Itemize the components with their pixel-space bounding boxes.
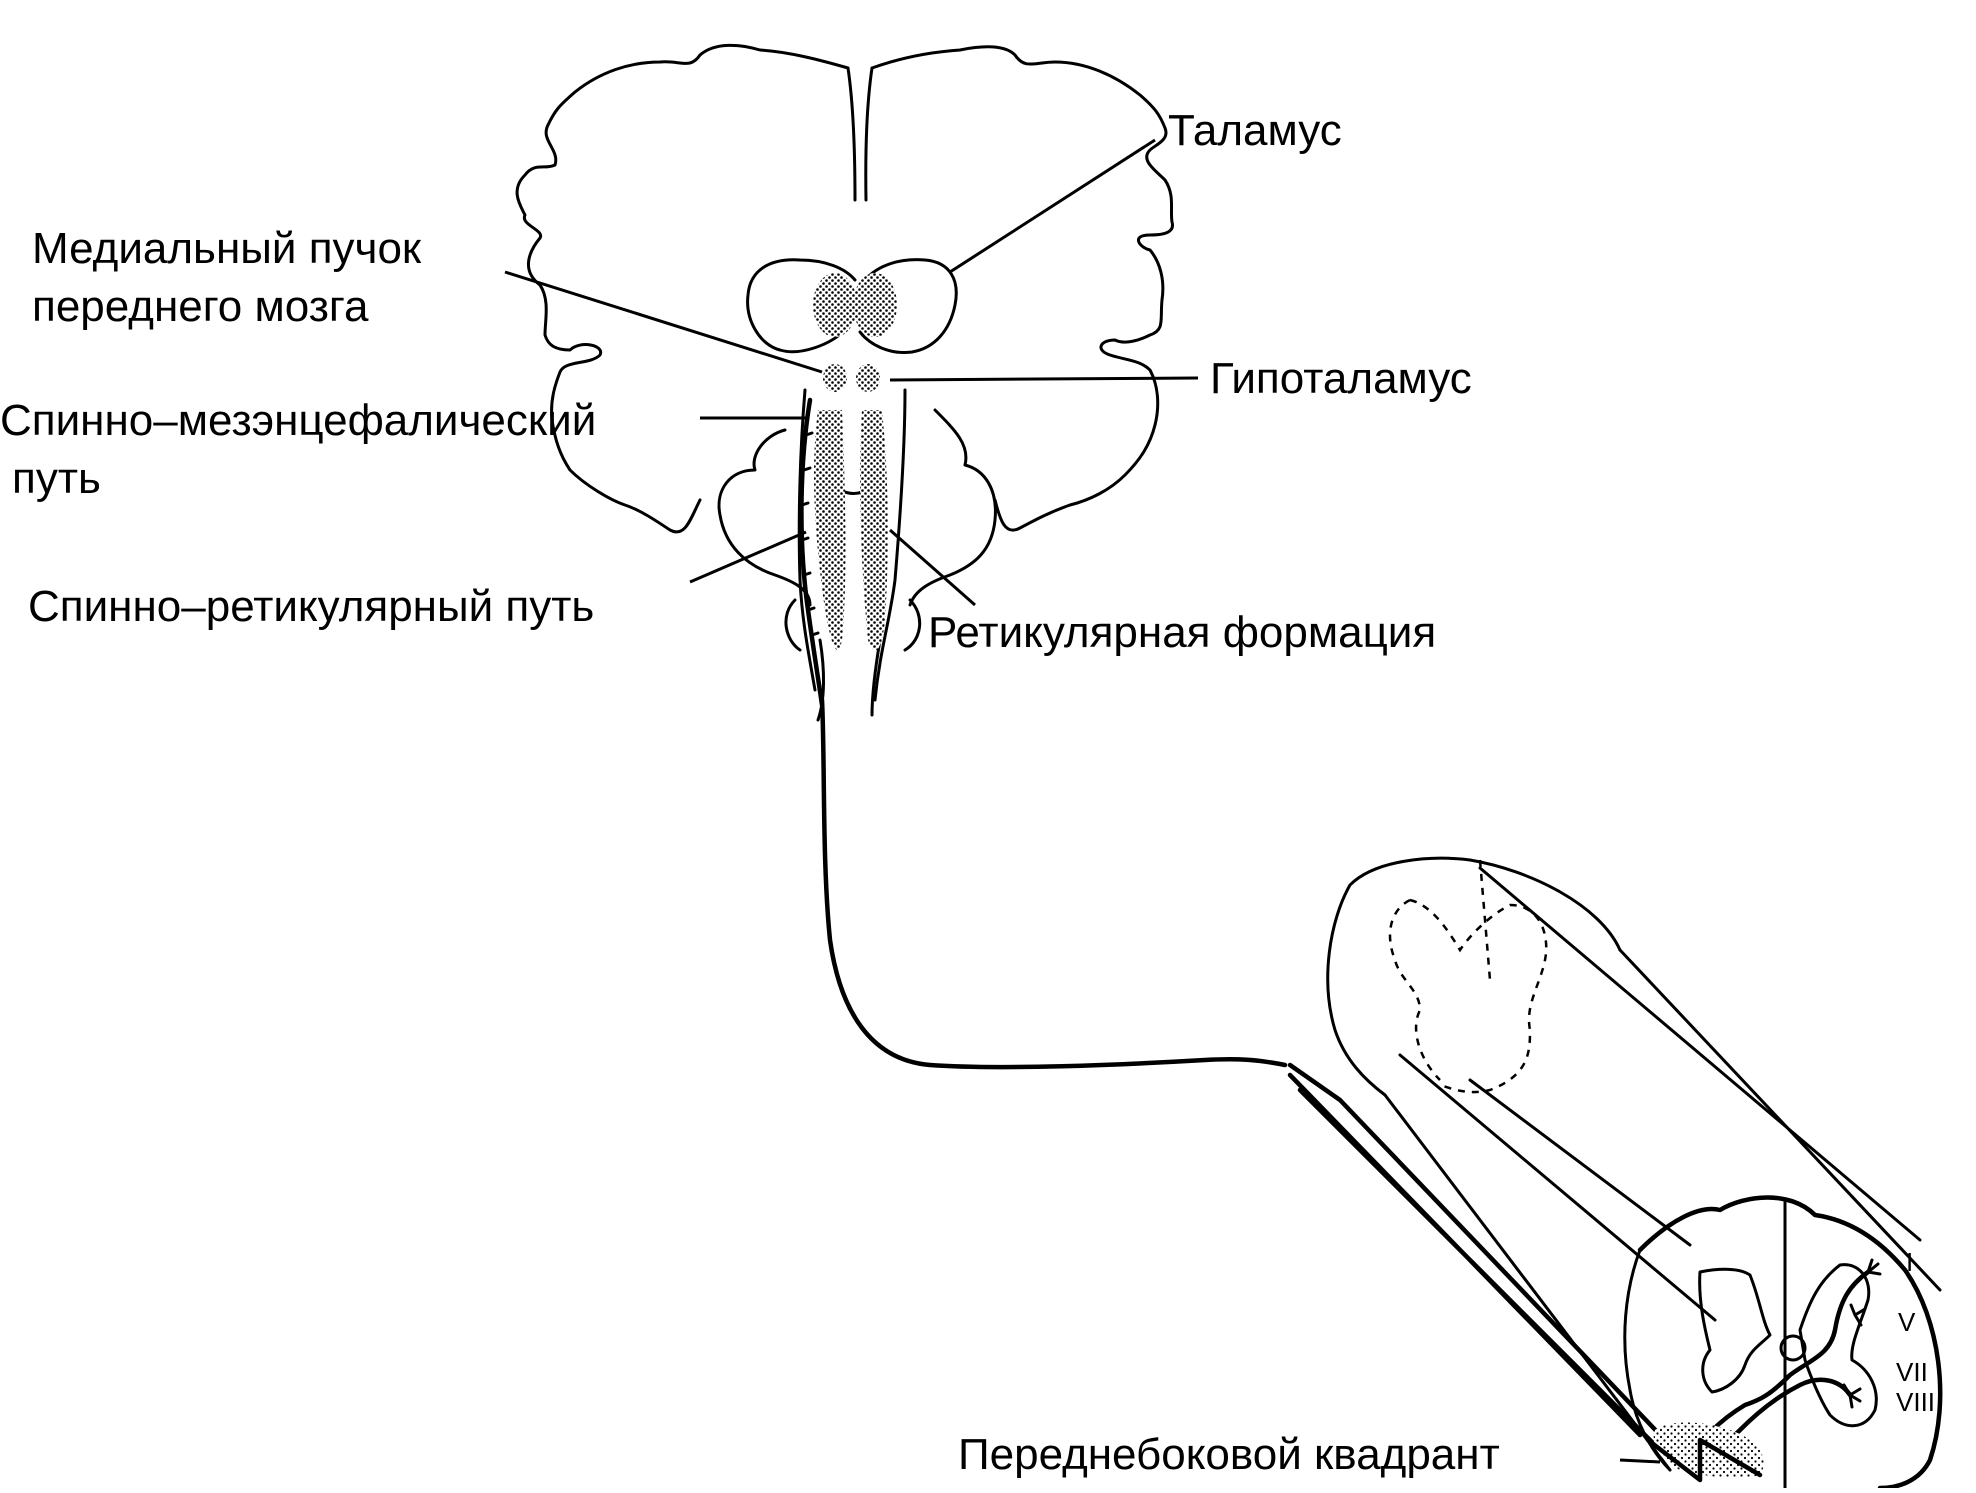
label-anterolateral-quadrant: Переднебоковой квадрант bbox=[958, 1430, 1500, 1479]
neuron-pathway bbox=[1687, 1269, 1871, 1463]
lamina-label-i: I bbox=[1906, 1247, 1914, 1277]
brain-outline-right bbox=[870, 45, 1175, 532]
spinal-cord-segment bbox=[1287, 856, 1943, 1491]
anterolateral-tract-lines bbox=[1287, 1062, 1668, 1448]
lamina-label-viii: VIII bbox=[1896, 1387, 1936, 1417]
label-medial-bundle-line2: переднего мозга bbox=[32, 282, 369, 331]
spinoreticular-leader bbox=[689, 530, 807, 584]
label-hypothalamus: Гипоталамус bbox=[1210, 354, 1472, 403]
label-spinomesencephalic-line1: Спинно–мезэнцефалический bbox=[0, 396, 597, 445]
reticular-stipple-left bbox=[814, 410, 846, 650]
label-reticular-formation: Ретикулярная формация bbox=[928, 608, 1437, 657]
thalamus-right bbox=[858, 258, 958, 355]
hypothalamus-stipple-right bbox=[856, 364, 880, 392]
lamina-label-vii: VII bbox=[1896, 1357, 1928, 1387]
label-thalamus: Таламус bbox=[1168, 106, 1342, 155]
temporal-lobe-left bbox=[717, 428, 812, 607]
hypothalamus-stipple-left bbox=[823, 364, 847, 392]
neuron-branches bbox=[1842, 1258, 1882, 1409]
medulla bbox=[816, 638, 882, 722]
cylinder-bottom-edge bbox=[1383, 1093, 1672, 1472]
cylinder-inner-line-1 bbox=[1398, 1053, 1717, 1322]
leader-lines bbox=[504, 138, 1661, 1464]
thalamus-leader bbox=[949, 138, 1156, 274]
brainstem-outline bbox=[797, 388, 907, 702]
top-cross-section bbox=[1326, 856, 1622, 1097]
cylinder-inner-line-2 bbox=[1468, 1078, 1692, 1247]
label-medial-bundle-line1: Медиальный пучок bbox=[32, 224, 422, 273]
thalamus-left bbox=[746, 258, 857, 354]
hypothalamus-leader bbox=[889, 376, 1199, 382]
label-spinoreticular: Спинно–ретикулярный путь bbox=[28, 582, 595, 631]
anterolateral-leader bbox=[1619, 1458, 1661, 1464]
spinomesencephalic-tract-line bbox=[799, 397, 825, 708]
longitudinal-fissure bbox=[846, 66, 874, 202]
front-cross-section bbox=[1637, 1195, 1943, 1491]
spinal-tract-line bbox=[819, 697, 1288, 1070]
thalamus-stipple-right bbox=[853, 273, 897, 337]
top-grey-matter bbox=[1388, 898, 1548, 1094]
lamina-label-v: V bbox=[1898, 1307, 1916, 1337]
label-spinomesencephalic-line2: путь bbox=[12, 454, 101, 503]
front-cross-section-left bbox=[1623, 1248, 1672, 1472]
reticular-formation-leader bbox=[889, 528, 976, 607]
anterolateral-crossing bbox=[1645, 1437, 1763, 1483]
brain-outline bbox=[515, 43, 850, 534]
cylinder-side-1 bbox=[1618, 948, 1942, 1292]
front-grey-matter-right bbox=[1798, 1263, 1878, 1428]
medial-bundle-leader bbox=[504, 270, 823, 374]
brain-section bbox=[515, 43, 1288, 1070]
cylinder-top-edge bbox=[1478, 866, 1922, 1242]
tract-branch-ticks bbox=[800, 431, 820, 637]
thalamus-stipple-left bbox=[813, 273, 857, 337]
cerebellum-lobe bbox=[784, 598, 922, 652]
reticular-stipple-right bbox=[860, 410, 888, 651]
central-canal bbox=[1779, 1334, 1807, 1362]
front-grey-matter-left bbox=[1698, 1267, 1772, 1394]
temporal-lobe-right bbox=[908, 408, 997, 607]
top-midline bbox=[1478, 859, 1492, 981]
